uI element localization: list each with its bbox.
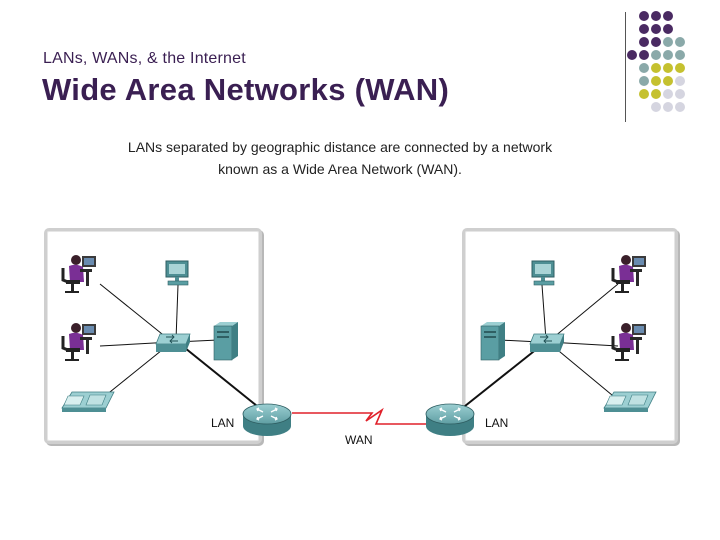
decorative-dot bbox=[651, 63, 661, 73]
decorative-dot bbox=[663, 24, 673, 34]
decorative-dot bbox=[639, 50, 649, 60]
decorative-dot bbox=[639, 76, 649, 86]
description-line-2: known as a Wide Area Network (WAN). bbox=[218, 161, 462, 177]
server-icon bbox=[213, 321, 239, 361]
decorative-dot bbox=[651, 89, 661, 99]
decorative-dot bbox=[663, 76, 673, 86]
decorative-dot bbox=[651, 50, 661, 60]
person-at-desk-icon bbox=[611, 321, 648, 363]
decorative-dot bbox=[651, 76, 661, 86]
person-at-desk-icon bbox=[61, 253, 98, 295]
decorative-dot bbox=[639, 63, 649, 73]
decorative-dot bbox=[651, 37, 661, 47]
decorative-dot bbox=[675, 102, 685, 112]
decorative-dot bbox=[651, 11, 661, 21]
decorative-dot bbox=[675, 89, 685, 99]
decorative-dot bbox=[663, 37, 673, 47]
decorative-dot-grid bbox=[627, 11, 685, 112]
server-icon bbox=[480, 321, 506, 361]
decorative-dot bbox=[639, 24, 649, 34]
decorative-dot bbox=[639, 37, 649, 47]
left-lan-label: LAN bbox=[211, 416, 235, 430]
slide-title: Wide Area Networks (WAN) bbox=[42, 72, 450, 107]
decorative-dot bbox=[675, 50, 685, 60]
desktop-pc-icon bbox=[165, 260, 189, 286]
decorative-dot bbox=[651, 24, 661, 34]
decorative-dot bbox=[675, 63, 685, 73]
decorative-dot bbox=[663, 63, 673, 73]
person-at-desk-icon bbox=[611, 253, 648, 295]
decorative-dot bbox=[675, 76, 685, 86]
wan-link bbox=[292, 407, 430, 425]
decorative-dot bbox=[663, 102, 673, 112]
ip-phone-icon bbox=[61, 391, 115, 413]
decorative-dot bbox=[651, 102, 661, 112]
decorative-divider bbox=[625, 12, 626, 122]
switch-icon bbox=[529, 333, 565, 353]
decorative-dot bbox=[639, 89, 649, 99]
right-lan-label: LAN bbox=[485, 416, 509, 430]
ip-phone-icon bbox=[603, 391, 657, 413]
router-icon bbox=[242, 403, 292, 437]
person-at-desk-icon bbox=[61, 321, 98, 363]
decorative-dot bbox=[675, 37, 685, 47]
description-line-1: LANs separated by geographic distance ar… bbox=[127, 139, 553, 155]
decorative-dot bbox=[663, 89, 673, 99]
desktop-pc-icon bbox=[531, 260, 555, 286]
decorative-dot bbox=[663, 50, 673, 60]
decorative-dot bbox=[627, 50, 637, 60]
decorative-dot bbox=[639, 11, 649, 21]
wan-label: WAN bbox=[345, 433, 373, 447]
slide-subtitle: LANs, WANs, & the Internet bbox=[43, 50, 246, 67]
switch-icon bbox=[155, 333, 191, 353]
decorative-dot bbox=[663, 11, 673, 21]
router-icon bbox=[425, 403, 475, 437]
description-text: LANs separated by geographic distance ar… bbox=[80, 136, 600, 180]
